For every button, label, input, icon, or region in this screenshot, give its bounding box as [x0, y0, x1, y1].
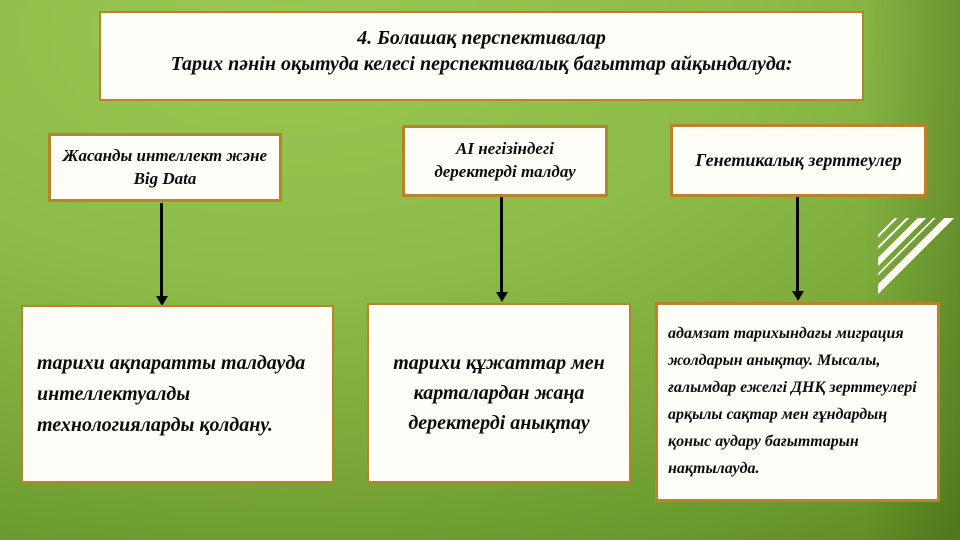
bottom-box-intellectual-technologies-label: тарихи ақпаратты талдауда интеллектуалды…: [37, 351, 306, 436]
diagonal-stripes-decoration: [878, 218, 960, 310]
top-box-ai-data-analysis: AI негізіндегі деректерді талдау: [402, 125, 608, 197]
down-arrow-icon: [160, 203, 163, 297]
bottom-box-migration-dna: адамзат тарихындағы миграция жолдарын ан…: [655, 302, 940, 502]
bottom-box-migration-dna-label: адамзат тарихындағы миграция жолдарын ан…: [668, 325, 917, 477]
title-box: 4. Болашақ перспективалар Тарих пәнін оқ…: [99, 11, 864, 101]
slide-title-line1: 4. Болашақ перспективалар: [357, 26, 606, 49]
top-box-ai-bigdata: Жасанды интеллект және Big Data: [48, 133, 282, 202]
down-arrow-icon: [796, 197, 799, 292]
top-box-ai-data-analysis-label: AI негізіндегі деректерді талдау: [434, 139, 576, 181]
slide-title-line2: Тарих пәнін оқытуда келесі перспективалы…: [170, 53, 793, 75]
top-box-genetic-research: Генетикалық зерттеулер: [670, 124, 927, 197]
top-box-genetic-research-label: Генетикалық зерттеулер: [695, 150, 902, 170]
bottom-box-documents-maps-label: тарихи құжаттар мен карталардан жаңа дер…: [393, 352, 605, 434]
down-arrow-icon: [500, 197, 503, 293]
top-box-ai-bigdata-label: Жасанды интеллект және Big Data: [62, 145, 268, 188]
bottom-box-intellectual-technologies: тарихи ақпаратты талдауда интеллектуалды…: [21, 305, 334, 483]
bottom-box-documents-maps: тарихи құжаттар мен карталардан жаңа дер…: [367, 303, 631, 483]
